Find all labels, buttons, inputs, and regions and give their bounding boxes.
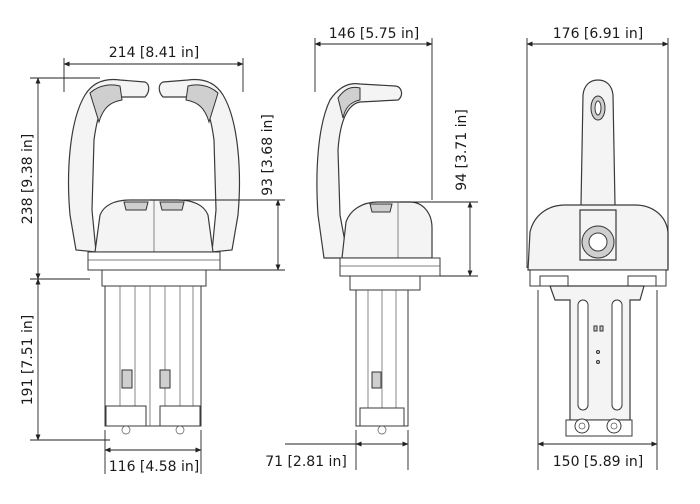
back-width-dimension: 176 [6.91 in] (526, 26, 669, 268)
back-view (527, 79, 669, 437)
side-upper-dimension: 94 [3.71 in] (400, 109, 478, 277)
side-base-dimension: 71 [2.81 in] (265, 430, 409, 470)
front-upper-dimension: 93 [3.68 in] (150, 114, 285, 271)
front-width-dimension: 214 [8.41 in] (63, 45, 244, 92)
side-base-label: 71 [2.81 in] (265, 454, 347, 470)
front-height-label: 238 [9.38 in] (20, 134, 36, 224)
back-base-label: 150 [5.89 in] (553, 454, 643, 470)
front-base-label: 116 [4.58 in] (109, 459, 199, 475)
front-lower-dimension: 191 [7.51 in] (20, 278, 110, 441)
side-upper-label: 94 [3.71 in] (454, 109, 470, 191)
back-width-label: 176 [6.91 in] (553, 26, 643, 42)
front-lower-label: 191 [7.51 in] (20, 315, 36, 405)
front-width-label: 214 [8.41 in] (109, 45, 199, 61)
side-view (316, 83, 441, 435)
front-view (67, 78, 241, 435)
front-height-dimension: 238 [9.38 in] (20, 77, 100, 280)
front-upper-label: 93 [3.68 in] (260, 114, 276, 196)
side-width-dimension: 146 [5.75 in] (314, 26, 433, 200)
side-width-label: 146 [5.75 in] (329, 26, 419, 42)
back-base-dimension: 150 [5.89 in] (537, 290, 658, 470)
front-base-dimension: 116 [4.58 in] (104, 430, 202, 475)
